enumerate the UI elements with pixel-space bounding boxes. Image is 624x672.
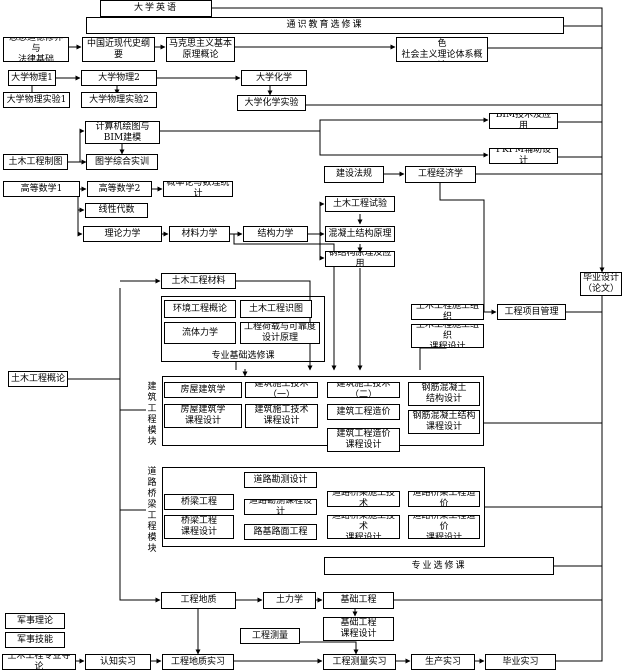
course-ideology-law: 思想道德修养与 法律基础: [3, 37, 69, 62]
course-general-elective: 通识教育选修课: [86, 17, 564, 34]
major-basic-elective-frame: [161, 296, 325, 362]
course-geology-practice: 工程地质实习: [162, 654, 234, 670]
course-construction-organization: 土木工程施工组织: [411, 304, 484, 320]
course-intro-civil: 土木工程概论: [8, 371, 68, 387]
course-civil-test: 土木工程试验: [325, 196, 395, 212]
course-road-bridge-construction: 道路桥梁施工技术: [327, 491, 400, 507]
course-building-construction1: 建筑施工技术（一）: [245, 382, 318, 398]
course-building-cost-design: 建筑工程造价 课程设计: [327, 428, 400, 452]
course-chemistry: 大学化学: [241, 70, 307, 86]
course-environmental: 环境工程概论: [164, 300, 236, 318]
course-rc-structure-design: 钢筋混凝土 结构设计: [408, 382, 480, 406]
course-major-guidance: 土木工程专业导论: [2, 654, 76, 670]
course-civil-drawing: 土木工程制图: [3, 154, 68, 170]
course-material-mechanics: 材料力学: [169, 226, 230, 242]
course-concrete-principle: 混凝土结构原理: [325, 226, 395, 242]
course-civil-drawing-reading: 土木工程识图: [240, 300, 312, 318]
course-physics2: 大学物理2: [81, 70, 157, 86]
course-probability: 概率论与数理统计: [163, 181, 233, 197]
course-housing-arch-design: 房屋建筑学 课程设计: [164, 404, 242, 428]
course-load-reliability: 工程荷载与可靠度 设计原理: [240, 322, 320, 344]
course-road-bridge-cost-design: 道路桥梁工程造价 课程设计: [408, 515, 480, 539]
course-theoretical-mechanics: 理论力学: [83, 226, 162, 242]
course-building-cost: 建筑工程造价: [327, 404, 400, 420]
course-engineering-geology: 工程地质: [161, 592, 236, 609]
course-major-elective: 专业选修课: [324, 557, 554, 575]
course-building-construction2: 建筑施工技术（二）: [327, 382, 400, 398]
course-road-survey: 道路勘测设计: [244, 472, 317, 488]
course-production-practice: 生产实习: [411, 654, 475, 670]
building-module-frame: [162, 376, 484, 446]
course-marxism: 马克思主义基本 原理概论: [166, 37, 235, 62]
course-civil-materials: 土木工程材料: [161, 273, 236, 289]
course-engineering-economics: 工程经济学: [405, 166, 476, 183]
road-bridge-module-frame: [162, 467, 485, 547]
course-physics-lab1: 大学物理实验1: [3, 92, 70, 108]
course-survey-practice: 工程测量实习: [323, 654, 396, 670]
course-rc-structure-course: 钢筋混凝土结构 课程设计: [408, 410, 480, 434]
course-physics-lab2: 大学物理实验2: [81, 92, 157, 108]
course-modern-history: 中国近现代史纲 要: [82, 37, 155, 62]
course-project-management: 工程项目管理: [497, 304, 566, 320]
course-subgrade-pavement: 路基路面工程: [244, 524, 317, 540]
label-road-bridge-module: 道 路 桥 梁 工 程 模 块: [146, 467, 158, 555]
course-building-construction-design: 建筑施工技术 课程设计: [245, 404, 318, 428]
course-engineering-survey: 工程测量: [240, 628, 300, 644]
course-road-bridge-construction-design: 道路桥梁施工技术 课程设计: [327, 515, 400, 539]
course-bridge-course-design: 桥梁工程 课程设计: [164, 515, 234, 539]
course-math2: 高等数学2: [87, 181, 152, 197]
course-mao-theory: 毛泽东思想和中国特色 社会主义理论体系概论: [396, 37, 488, 62]
course-bim-application: BIM技术及应用: [489, 113, 558, 129]
line-english-graduation: [212, 7, 605, 273]
course-graduation-design: 毕业设计 （论文）: [580, 272, 622, 296]
course-foundation-design: 基础工程 课程设计: [323, 617, 394, 641]
course-foundation-engineering: 基础工程: [323, 592, 394, 609]
course-cognition-practice: 认知实习: [85, 654, 151, 670]
course-fluid-mechanics: 流体力学: [164, 322, 236, 344]
course-cad-bim: 计算机绘图与 BIM建模: [85, 121, 160, 144]
course-military-skills: 军事技能: [5, 632, 65, 648]
course-graduation-practice: 毕业实习: [485, 654, 556, 670]
course-bridge-engineering: 桥梁工程: [164, 494, 234, 510]
course-road-bridge-cost: 道路桥梁工程造价: [408, 491, 480, 507]
course-military-theory: 军事理论: [5, 613, 65, 629]
course-steel-structure: 钢结构原理及应用: [325, 251, 395, 267]
course-construction-law: 建设法规: [324, 166, 384, 183]
course-road-survey-design: 道路勘测课程设计: [244, 499, 317, 515]
course-housing-architecture: 房屋建筑学: [164, 382, 242, 398]
course-pkpm: PKPM辅助设计: [489, 148, 558, 164]
course-structural-mechanics: 结构力学: [243, 226, 308, 242]
course-soil-mechanics: 土力学: [263, 592, 316, 609]
label-building-module: 建 筑 工 程 模 块: [146, 382, 158, 448]
course-college-english: 大学英语: [100, 0, 212, 17]
course-construction-org-design: 土木工程施工组织 课程设计: [411, 324, 484, 348]
label-major-basic-elective: 专业基础选修课: [211, 351, 275, 361]
course-math1: 高等数学1: [3, 181, 80, 197]
course-chemistry-lab: 大学化学实验: [237, 95, 306, 111]
course-linear-algebra: 线性代数: [85, 203, 148, 218]
course-physics1: 大学物理1: [8, 70, 56, 86]
course-drawing-practice: 图学综合实训: [86, 154, 158, 170]
